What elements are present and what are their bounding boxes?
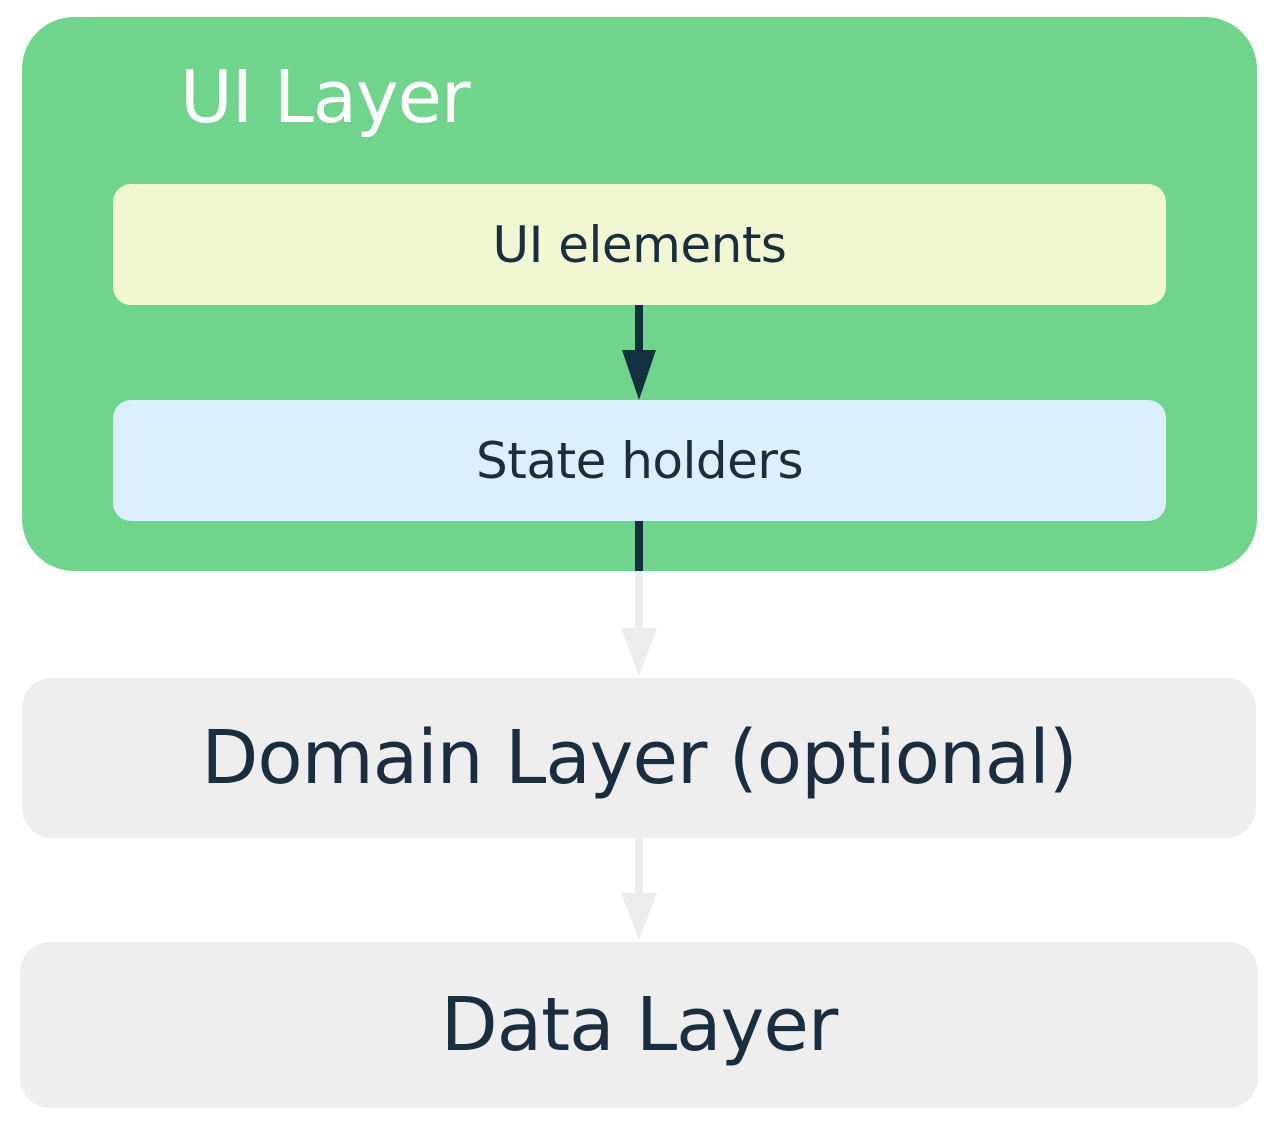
state-holders-box: State holders xyxy=(113,400,1166,521)
ui-elements-box: UI elements xyxy=(113,184,1166,305)
domain-layer-box: Domain Layer (optional) xyxy=(22,678,1256,838)
ui-layer-title: UI Layer xyxy=(180,55,471,139)
data-layer-box: Data Layer xyxy=(20,942,1258,1108)
arrow-down-icon xyxy=(621,838,657,940)
